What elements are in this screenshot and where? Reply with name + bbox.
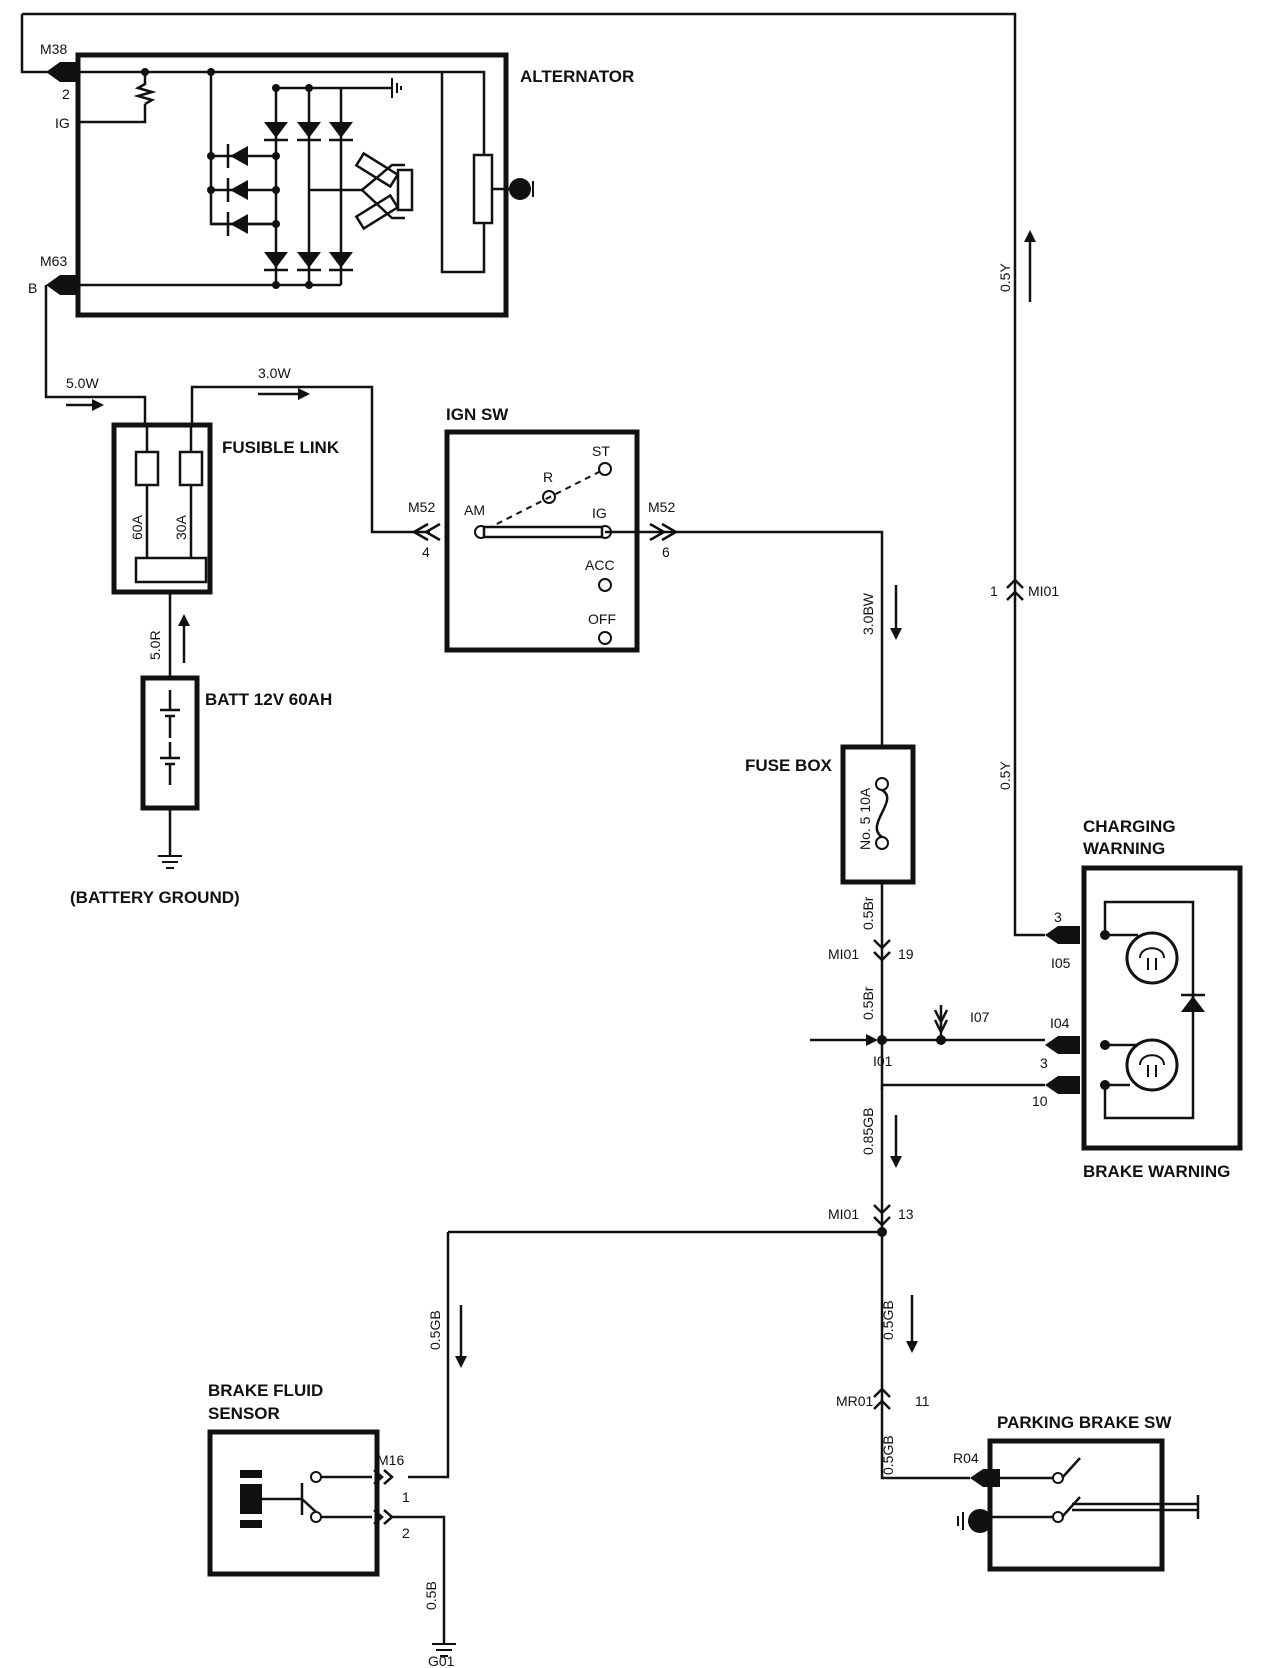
mr01-label: MR01 xyxy=(836,1393,874,1409)
sw-pos-am: AM xyxy=(464,502,485,518)
wire-0-5gb-left: 0.5GB xyxy=(427,1310,443,1350)
parking-brake-switch: PARKING BRAKE SW R04 xyxy=(953,1413,1200,1572)
charging-warning-label-2: WARNING xyxy=(1083,839,1165,858)
m16-label: M16 xyxy=(377,1452,404,1468)
float-sensor-icon xyxy=(240,1470,262,1528)
alternator-box xyxy=(75,52,509,318)
mr01-pin: 11 xyxy=(915,1393,930,1409)
i07-label: I07 xyxy=(970,1009,990,1025)
brake-lamp-icon xyxy=(1125,1038,1179,1092)
fuse-60a-label: 60A xyxy=(129,514,145,540)
wire-0-5br-b: 0.5Br xyxy=(860,986,876,1020)
battery-ground-icon xyxy=(158,855,182,869)
fusible-link-box xyxy=(111,422,213,595)
m52-left-label: M52 xyxy=(408,499,435,515)
wire-3-0bw: 3.0BW xyxy=(860,592,876,635)
m52-right-label: M52 xyxy=(648,499,675,515)
mi01-b-label: MI01 xyxy=(828,1206,859,1222)
alternator: ALTERNATOR xyxy=(75,52,634,318)
wire-3-0w: 3.0W xyxy=(258,365,291,381)
mi01-top-label: MI01 xyxy=(1028,583,1059,599)
m52-left-pin: 4 xyxy=(422,544,430,560)
parking-brake-ground-icon xyxy=(968,1509,992,1533)
brake-fluid-box xyxy=(207,1429,380,1577)
battery: 5.0R BATT 12V 60AH (BATTERY GROUND) xyxy=(70,592,332,907)
mi01-b-pin: 13 xyxy=(898,1206,914,1222)
diode-icon xyxy=(1181,996,1205,1012)
charging-warning-label-1: CHARGING xyxy=(1083,817,1176,836)
wire-0-5gb-right: 0.5GB xyxy=(880,1300,896,1340)
brake-fluid-label-2: SENSOR xyxy=(208,1404,280,1423)
sw-pos-acc: ACC xyxy=(585,557,615,573)
sw-pos-st: ST xyxy=(592,443,610,459)
warning-lamp-cluster: CHARGING WARNING BRAKE WARNING 3 I05 I04… xyxy=(1032,817,1243,1181)
i05-pin: 3 xyxy=(1054,909,1062,925)
wire-0-5br-a: 0.5Br xyxy=(860,896,876,930)
wire-0-5b: 0.5B xyxy=(423,1581,439,1610)
battery-label: BATT 12V 60AH xyxy=(205,690,332,709)
fuse-box-outline xyxy=(840,744,916,885)
fuse-box-label: FUSE BOX xyxy=(745,756,833,775)
ig-terminal-label: IG xyxy=(55,115,70,131)
g01-ground-icon xyxy=(432,1643,456,1657)
ign-sw-label: IGN SW xyxy=(446,405,509,424)
warning-lamp-box xyxy=(1081,865,1243,1151)
m38-pin: 2 xyxy=(62,86,70,102)
r04-label: R04 xyxy=(953,1450,979,1466)
i01-label: I01 xyxy=(873,1053,893,1069)
battery-ground-label: (BATTERY GROUND) xyxy=(70,888,240,907)
fusible-link-label: FUSIBLE LINK xyxy=(222,438,340,457)
g01-label: G01 xyxy=(428,1653,455,1668)
mi01-a-label: MI01 xyxy=(828,946,859,962)
m16-pin-2: 2 xyxy=(402,1525,410,1541)
sw-pos-r: R xyxy=(543,469,553,485)
wire-0-85gb: 0.85GB xyxy=(860,1108,876,1155)
fuse-30a-label: 30A xyxy=(173,514,189,540)
i04-label: I04 xyxy=(1050,1015,1070,1031)
brake-warning-label: BRAKE WARNING xyxy=(1083,1162,1230,1181)
mi01-top-pin: 1 xyxy=(990,583,998,599)
brake-fluid-sensor: BRAKE FLUID SENSOR M16 1 2 0.5B G01 xyxy=(207,1381,456,1668)
pin-10-label: 10 xyxy=(1032,1093,1048,1109)
brake-fluid-label-1: BRAKE FLUID xyxy=(208,1381,323,1400)
fusible-link: 60A 30A FUSIBLE LINK xyxy=(111,422,340,595)
mi01-a-pin: 19 xyxy=(898,946,914,962)
wire-0-5y-top: 0.5Y xyxy=(997,263,1013,292)
m52-right-pin: 6 xyxy=(662,544,670,560)
charge-lamp-icon xyxy=(1125,931,1179,985)
i04-pin: 3 xyxy=(1040,1055,1048,1071)
connector-m38: M38 2 IG xyxy=(20,12,1017,285)
m63-label: M63 xyxy=(40,253,67,269)
fuse-no5-label: No. 5 10A xyxy=(857,787,873,850)
fuse-box: No. 5 10A FUSE BOX xyxy=(745,744,916,885)
alternator-ground-icon xyxy=(509,178,531,200)
connector-m63: M63 B xyxy=(28,253,147,424)
i05-label: I05 xyxy=(1051,955,1071,971)
wire-0-5y-mid: 0.5Y xyxy=(997,761,1013,790)
ign-sw-box xyxy=(444,429,640,653)
sw-pos-ig: IG xyxy=(592,505,607,521)
ignition-switch: IGN SW ST R AM IG ACC OFF M52 4 M52 6 xyxy=(408,405,884,745)
m16-pin-1: 1 xyxy=(402,1489,410,1505)
b-terminal-label: B xyxy=(28,280,37,296)
wire-0-5gb-pb: 0.5GB xyxy=(880,1435,896,1475)
parking-brake-label: PARKING BRAKE SW xyxy=(997,1413,1172,1432)
sw-pos-off: OFF xyxy=(588,611,616,627)
alternator-label: ALTERNATOR xyxy=(520,67,634,86)
wire-5-0r: 5.0R xyxy=(147,630,163,660)
m38-label: M38 xyxy=(40,41,67,57)
wire-5-0w: 5.0W xyxy=(66,375,99,391)
